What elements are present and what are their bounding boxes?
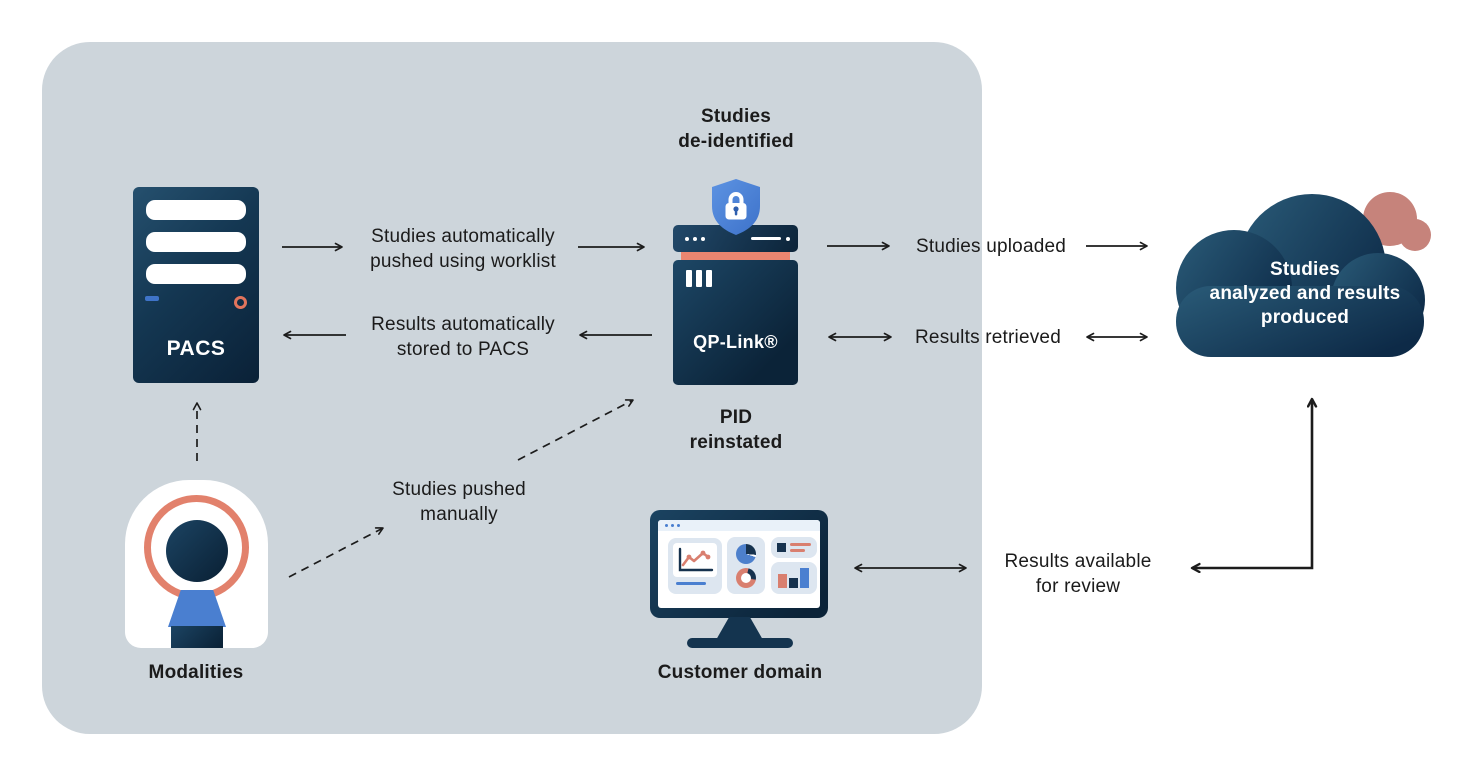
bar-blue bbox=[800, 568, 809, 588]
legend-widget bbox=[771, 537, 817, 558]
legend-swatch bbox=[777, 543, 786, 552]
status-dot bbox=[685, 237, 689, 241]
qplink-below-label: PID reinstated bbox=[689, 407, 783, 453]
vent-bar bbox=[706, 270, 712, 287]
flow-label-studies-uploaded: Studies uploaded bbox=[915, 236, 1067, 257]
pacs-led-light bbox=[145, 296, 159, 301]
qplink-label: QP-Link® bbox=[693, 332, 778, 352]
pie-chart-icon bbox=[736, 544, 756, 564]
qplink-accent-band bbox=[681, 252, 790, 260]
qplink-main-unit: QP-Link® bbox=[673, 260, 798, 385]
window-dot bbox=[677, 524, 680, 527]
vent-dot bbox=[786, 237, 790, 241]
pacs-drive-slot bbox=[146, 232, 246, 252]
pacs-drive-slot bbox=[146, 264, 246, 284]
person-head bbox=[166, 520, 228, 582]
line-chart-widget bbox=[668, 538, 722, 594]
flow-label-results-retrieved: Results retrieved bbox=[915, 327, 1061, 348]
cloud-icon bbox=[1176, 192, 1431, 357]
vent-bar bbox=[696, 270, 702, 287]
flow-label-studies-auto: Studies automatically pushed using workl… bbox=[370, 226, 556, 272]
shield-lock-icon bbox=[712, 179, 760, 235]
vent-line bbox=[751, 237, 781, 240]
pacs-label: PACS bbox=[166, 337, 226, 360]
donut-chart-icon bbox=[736, 568, 756, 588]
text-placeholder-line bbox=[676, 582, 706, 585]
flow-label-results-available: Results available for review bbox=[1004, 551, 1152, 597]
status-dot bbox=[693, 237, 697, 241]
vent-bar bbox=[686, 270, 692, 287]
pacs-power-dial bbox=[234, 296, 247, 309]
flow-label-results-auto: Results automatically stored to PACS bbox=[371, 314, 555, 360]
legend-line bbox=[790, 549, 805, 552]
line-chart-icon bbox=[673, 543, 717, 577]
flow-label-studies-manual: Studies pushed manually bbox=[392, 479, 526, 525]
window-dot bbox=[665, 524, 668, 527]
window-dot bbox=[671, 524, 674, 527]
customer-domain-label: Customer domain bbox=[657, 662, 823, 683]
monitor-screen bbox=[658, 520, 820, 608]
monitor-stand-base bbox=[687, 638, 793, 648]
pie-charts-widget bbox=[727, 537, 765, 594]
legend-line bbox=[790, 543, 811, 546]
cloud-label: Studies analyzed and results produced bbox=[1209, 259, 1401, 328]
arrow-cloud-results-elbow bbox=[1192, 399, 1312, 568]
pacs-drive-slot bbox=[146, 200, 246, 220]
pacs-server-icon: PACS bbox=[133, 187, 259, 383]
qplink-device-icon: QP-Link® bbox=[673, 178, 798, 385]
status-dot bbox=[701, 237, 705, 241]
bar-navy bbox=[789, 578, 798, 588]
customer-domain-monitor-icon bbox=[650, 510, 828, 648]
qplink-above-label: Studies de-identified bbox=[678, 106, 794, 152]
bar-chart-widget bbox=[771, 562, 817, 594]
person-torso bbox=[171, 626, 223, 648]
modalities-label: Modalities bbox=[148, 662, 244, 683]
monitor-stand-neck bbox=[716, 617, 763, 640]
modalities-person-icon bbox=[125, 480, 268, 648]
browser-bar bbox=[658, 520, 820, 531]
bar-salmon bbox=[778, 574, 787, 588]
